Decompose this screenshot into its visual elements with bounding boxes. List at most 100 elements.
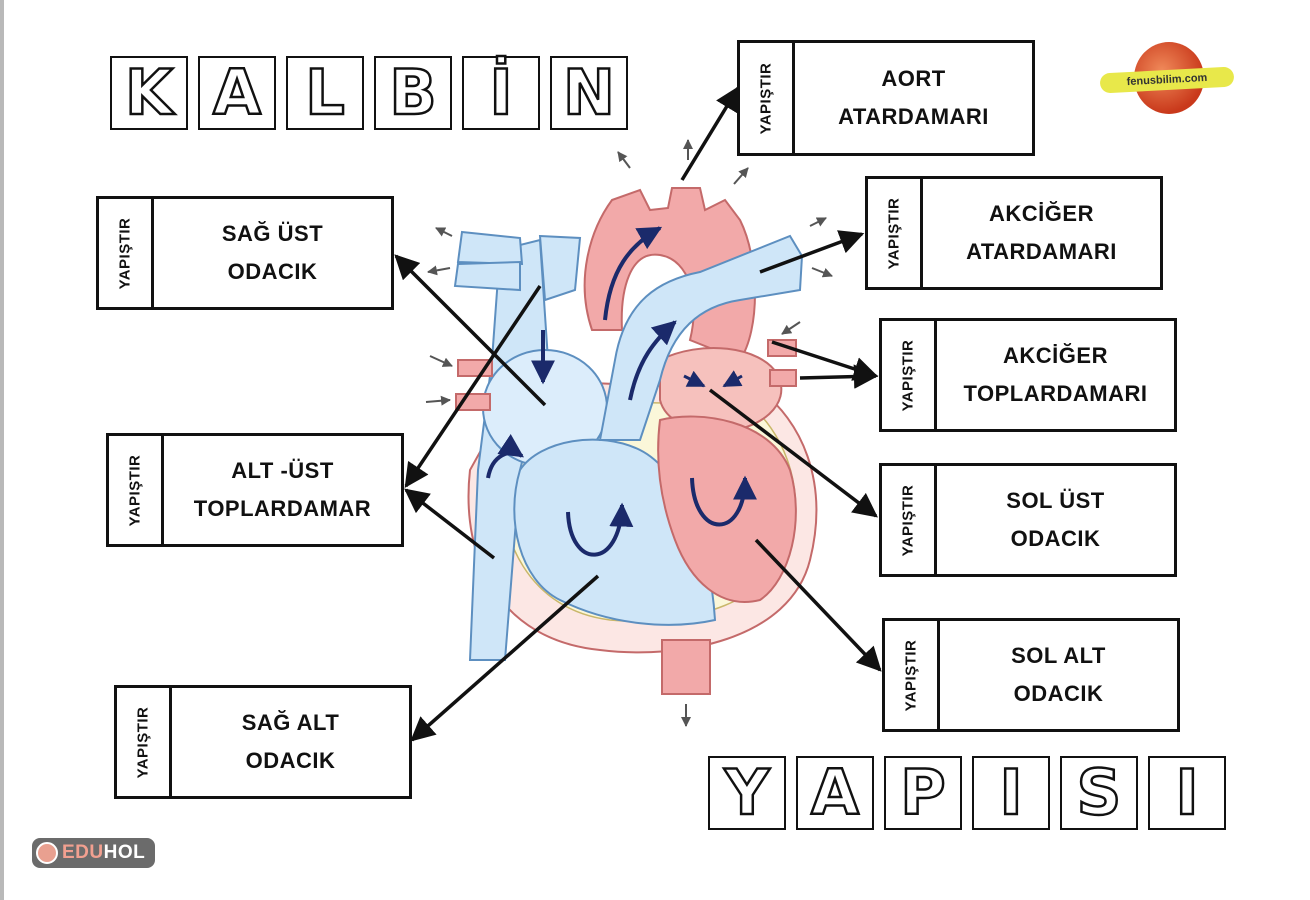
paste-tab-label: YAPIŞTIR (885, 197, 903, 269)
small-arrow-icon (781, 321, 801, 335)
paste-tab: YAPIŞTIR (117, 688, 172, 796)
title-yapisi: Y A P I S I (708, 756, 1226, 830)
page-edge (0, 0, 4, 900)
label-alt-ust-toplardamar[interactable]: YAPIŞTIR ALT -ÜST TOPLARDAMAR (106, 433, 404, 547)
flow-arrow-icon (628, 320, 677, 401)
paste-tab-label: YAPIŞTIR (116, 217, 134, 289)
title-letter-box: A (796, 756, 874, 830)
eduhol-watermark: EDUHOL (32, 838, 156, 868)
paste-tab: YAPIŞTIR (882, 321, 937, 429)
label-line: ODACIK (1010, 526, 1101, 551)
title-letter: S (1075, 756, 1122, 829)
flow-arrow-icon (486, 434, 524, 479)
small-arrow-icon (425, 395, 451, 406)
label-line: AORT (881, 66, 946, 91)
label-line: SAĞ ALT (241, 710, 340, 735)
vena-cava-branch (453, 260, 521, 292)
paste-tab-label: YAPIŞTIR (126, 454, 144, 526)
small-arrow-icon (811, 267, 833, 278)
leader-arrow-alt-ust (404, 285, 542, 489)
small-arrow-icon (435, 227, 453, 237)
small-arrow-icon (809, 217, 827, 227)
leader-arrow-aort (680, 85, 740, 181)
label-line: ODACIK (227, 259, 318, 284)
label-line: ALT -ÜST (231, 458, 334, 483)
leader-arrow-alt-ust (404, 488, 496, 560)
eduhol-rest: HOL (103, 842, 146, 863)
label-sol-alt[interactable]: YAPIŞTIR SOL ALT ODACIK (882, 618, 1180, 732)
label-sol-ust[interactable]: YAPIŞTIR SOL ÜST ODACIK (879, 463, 1177, 577)
title-letter-box: Y (708, 756, 786, 830)
leader-arrow-sag-alt (410, 574, 600, 742)
label-line: ATARDAMARI (838, 104, 989, 129)
eduhol-logo-icon (36, 842, 58, 864)
flow-arrow-icon (683, 370, 706, 388)
paste-tab: YAPIŞTIR (740, 43, 795, 153)
flow-arrow-icon (722, 370, 743, 388)
small-arrow-icon (429, 355, 453, 367)
pulmonary-artery (598, 234, 804, 441)
leader-arrow-sag-ust (394, 254, 547, 407)
small-arrow-icon (733, 167, 749, 185)
label-line: SOL ÜST (1006, 488, 1105, 513)
title-letter: Y (723, 756, 770, 829)
label-akciger-atardamari[interactable]: YAPIŞTIR AKCİĞER ATARDAMARI (865, 176, 1163, 290)
label-akciger-toplardamari[interactable]: YAPIŞTIR AKCİĞER TOPLARDAMARI (879, 318, 1177, 432)
descending-vessel (661, 639, 711, 695)
title-letter: I (1174, 756, 1200, 829)
label-line: AKCİĞER (989, 201, 1094, 226)
title-letter: B (388, 56, 438, 129)
flow-arrow-icon (603, 226, 663, 321)
paste-tab-label: YAPIŞTIR (899, 484, 917, 556)
title-letter-box: K (110, 56, 188, 130)
title-letter: A (212, 56, 262, 129)
leader-arrow-sol-ust (708, 388, 878, 518)
pulmonary-vein (769, 369, 797, 387)
title-letter: I (998, 756, 1024, 829)
flow-arrow-icon (690, 475, 757, 527)
title-letter: L (304, 56, 346, 129)
label-line: SAĞ ÜST (221, 221, 324, 246)
title-letter-box: A (198, 56, 276, 130)
label-sag-ust[interactable]: YAPIŞTIR SAĞ ÜST ODACIK (96, 196, 394, 310)
logo-text: fenusbilim.com (1126, 71, 1208, 89)
left-ventricle (657, 415, 797, 603)
title-letter-box: N (550, 56, 628, 130)
fenusbilim-logo: fenusbilim.com (1099, 42, 1235, 118)
title-letter: İ (488, 56, 514, 129)
title-letter-box: B (374, 56, 452, 130)
title-letter-box: P (884, 756, 962, 830)
label-line: TOPLARDAMARI (963, 381, 1148, 406)
label-line: AKCİĞER (1003, 343, 1108, 368)
label-aort[interactable]: YAPIŞTIR AORT ATARDAMARI (737, 40, 1035, 156)
title-kalbin: K A L B İ N (110, 56, 628, 130)
leader-arrow-sol-alt (754, 538, 882, 672)
label-line: ODACIK (245, 748, 336, 773)
paste-tab: YAPIŞTIR (882, 466, 937, 574)
small-arrow-icon (617, 151, 631, 169)
leader-arrow-akciger-toplardamari (799, 364, 879, 389)
title-letter-box: İ (462, 56, 540, 130)
title-letter: A (810, 756, 860, 829)
title-letter-box: I (1148, 756, 1226, 830)
title-letter-box: L (286, 56, 364, 130)
eduhol-text: EDUHOL (62, 842, 145, 864)
label-sag-alt[interactable]: YAPIŞTIR SAĞ ALT ODACIK (114, 685, 412, 799)
small-arrow-icon (427, 265, 451, 276)
paste-tab: YAPIŞTIR (885, 621, 940, 729)
paste-tab: YAPIŞTIR (868, 179, 923, 287)
title-letter: K (124, 56, 175, 129)
vena-cava-branch (538, 234, 582, 302)
paste-tab-label: YAPIŞTIR (134, 706, 152, 778)
title-letter-box: I (972, 756, 1050, 830)
label-line: ATARDAMARI (966, 239, 1117, 264)
label-line: TOPLARDAMAR (193, 496, 372, 521)
vena-cava-branch (456, 230, 524, 266)
eduhol-accent: EDU (62, 842, 104, 863)
flow-arrow-icon (566, 502, 634, 557)
paste-tab: YAPIŞTIR (109, 436, 164, 544)
title-letter: P (899, 756, 947, 829)
label-line: SOL ALT (1011, 643, 1106, 668)
title-letter-box: S (1060, 756, 1138, 830)
